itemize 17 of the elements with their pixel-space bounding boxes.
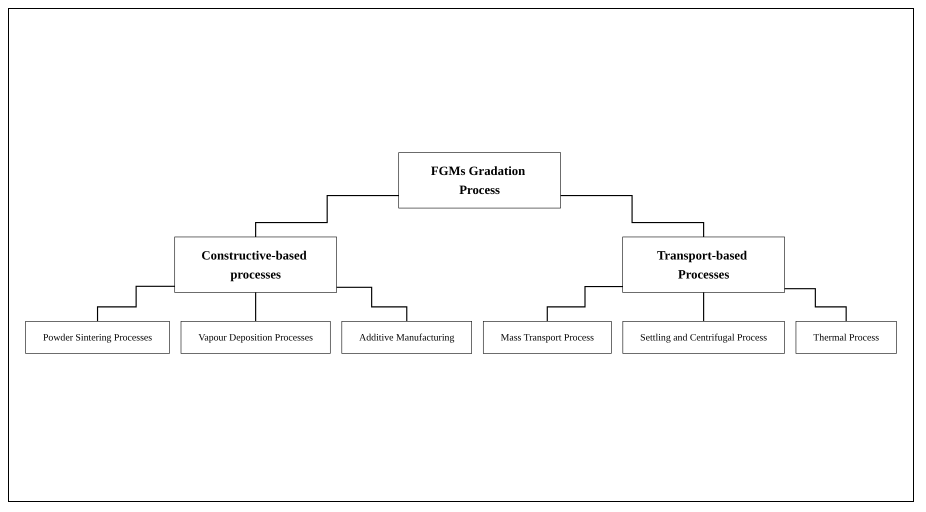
node-box: Constructive-based processes [174, 236, 337, 292]
node-box: Additive Manufacturing [342, 320, 472, 354]
connector [336, 286, 408, 322]
node-box: Vapour Deposition Processes [180, 320, 331, 354]
node-box: FGMs Gradation Process [398, 152, 561, 208]
connector [703, 291, 704, 322]
connector [96, 285, 175, 322]
node-box: Thermal Process [796, 320, 897, 354]
connector [255, 194, 399, 238]
connector [560, 194, 704, 238]
node-box: Powder Sintering Processes [25, 320, 170, 354]
node-box: Mass Transport Process [482, 320, 612, 354]
connector [255, 291, 256, 322]
connector [784, 288, 847, 322]
connector [546, 285, 623, 322]
node-box: Settling and Centrifugal Process [622, 320, 785, 354]
node-box: Transport-based Processes [622, 236, 785, 292]
